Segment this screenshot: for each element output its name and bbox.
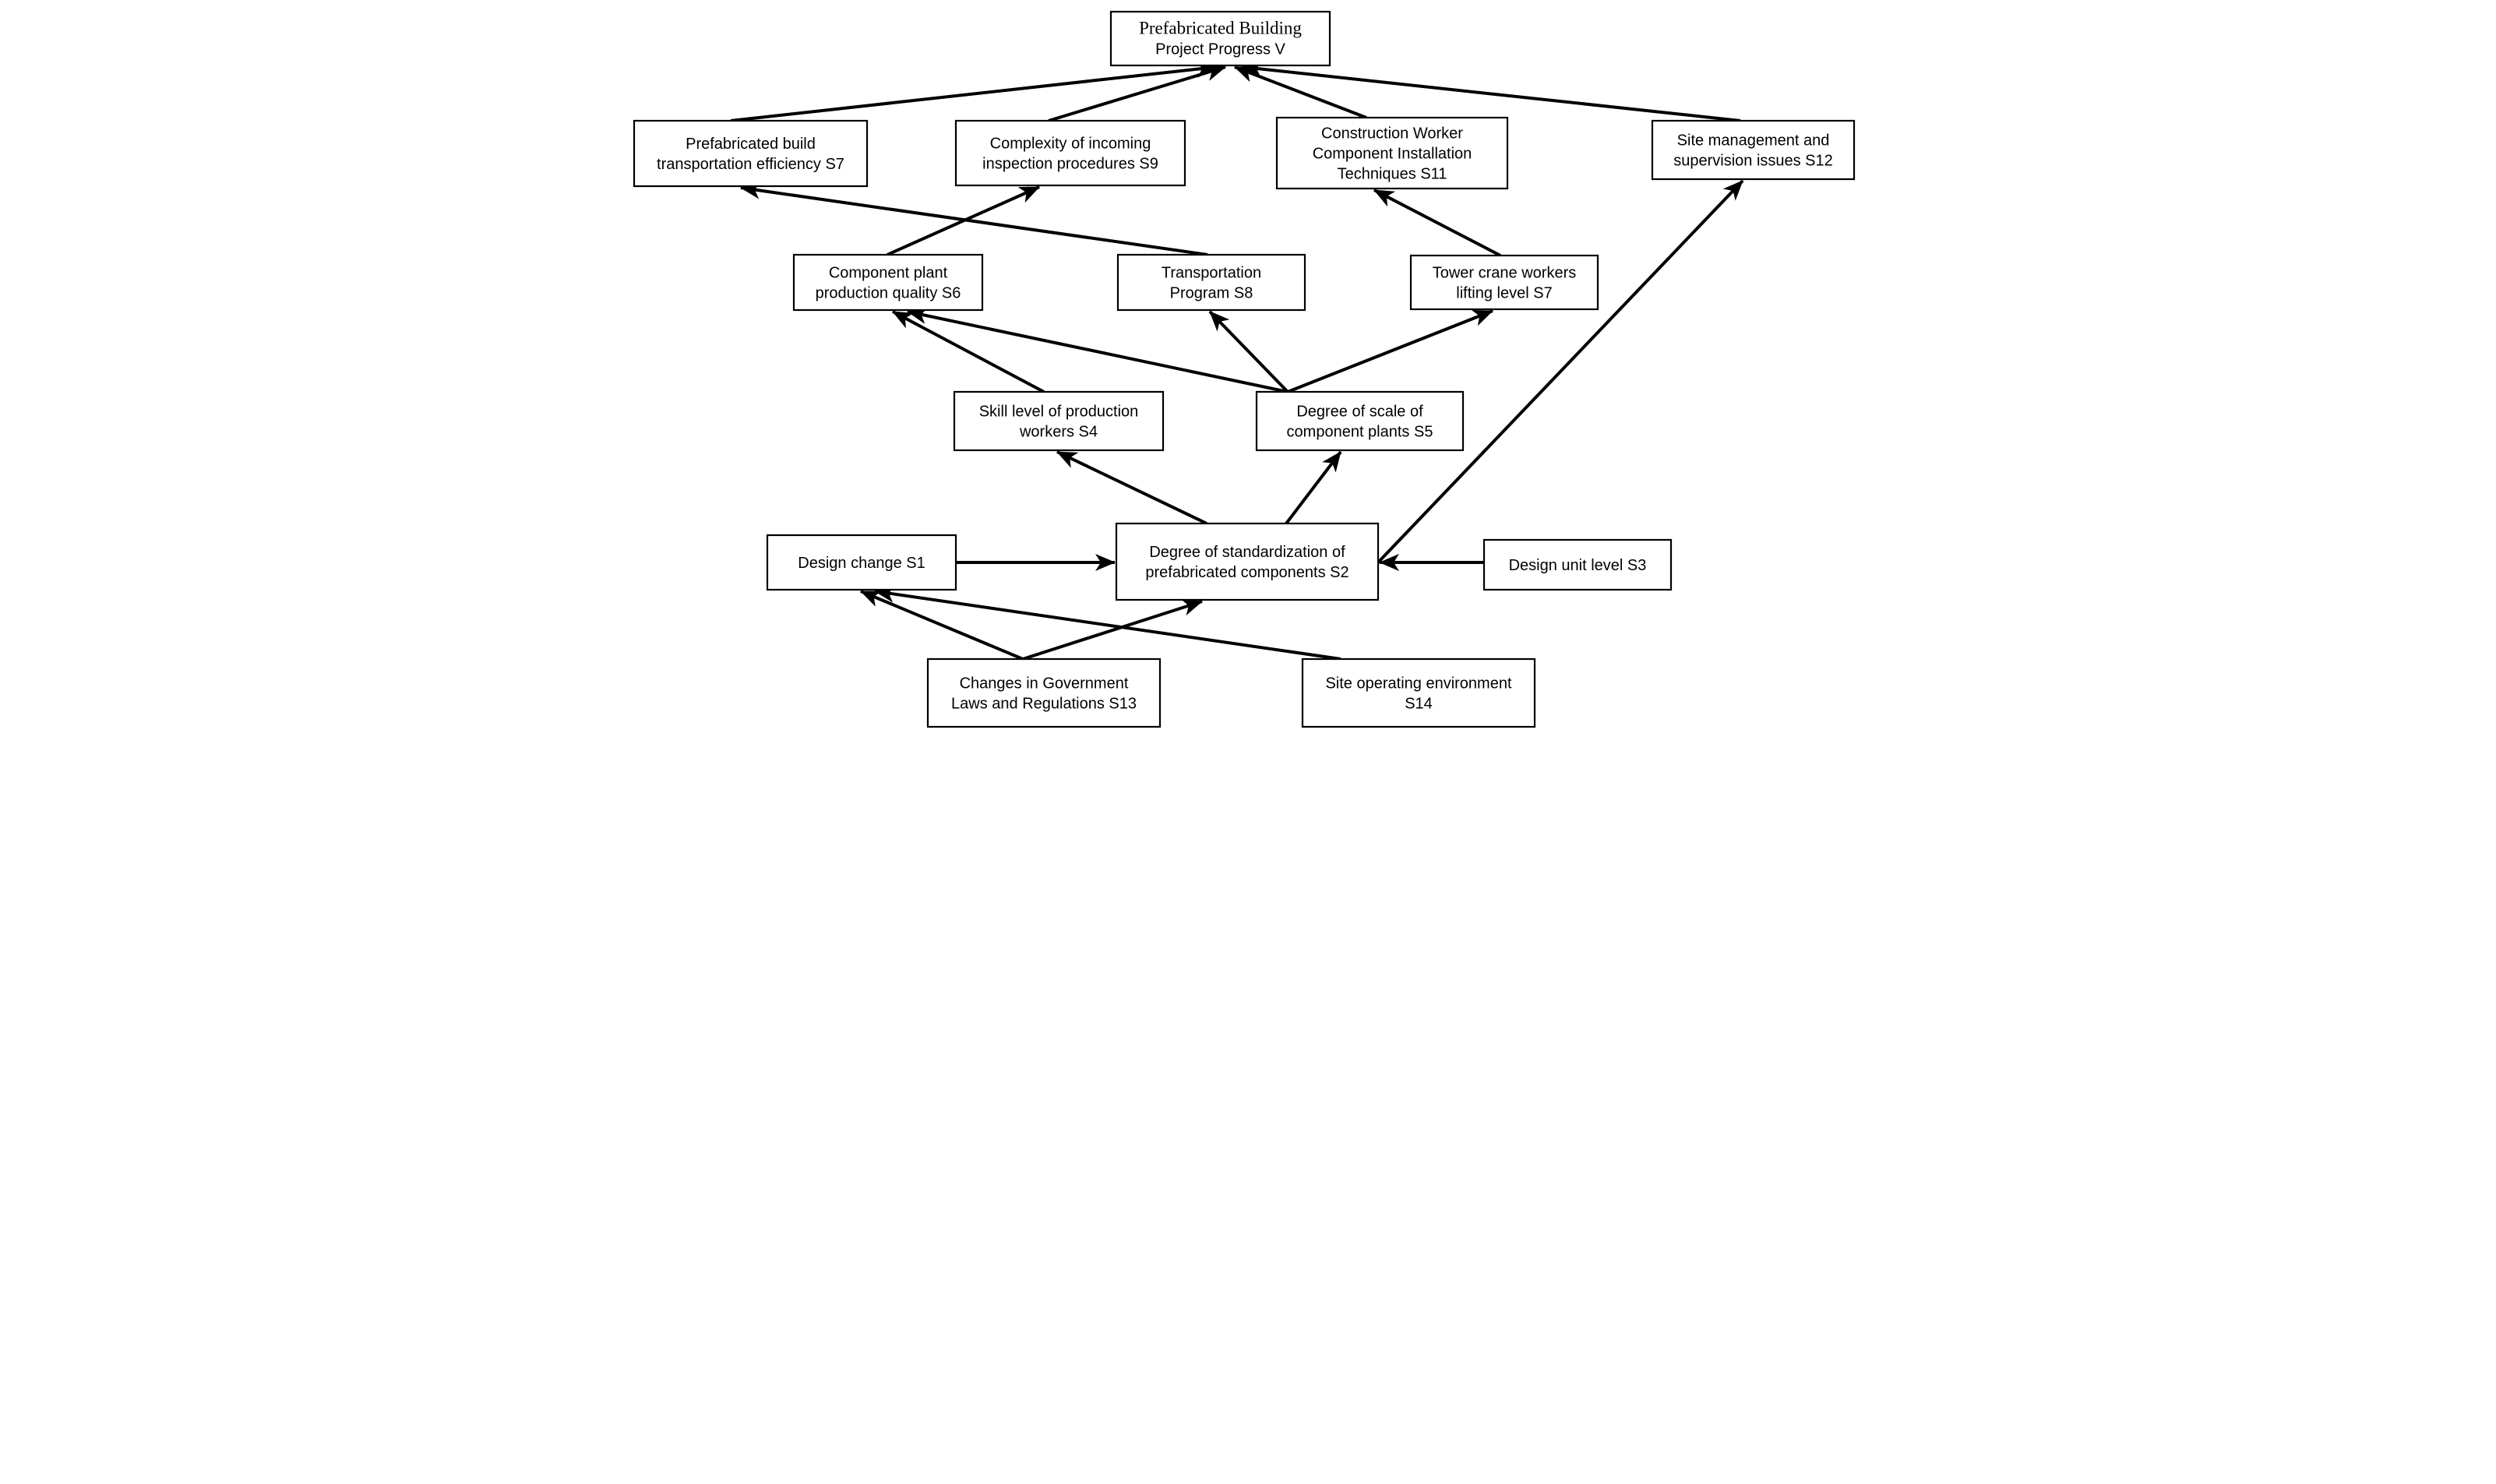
edge-S5-to-S7b xyxy=(1287,309,1493,393)
edge-S13-to-S1 xyxy=(860,590,1024,661)
node-S7a-box xyxy=(633,119,869,188)
node-S11-box xyxy=(1275,116,1509,190)
node-S4-label-line1: Skill level of production xyxy=(979,404,1139,421)
node-S8-box xyxy=(1116,253,1306,312)
node-S1: Design change S1 xyxy=(766,534,957,591)
node-S9-label-line1: Complexity of incoming xyxy=(990,136,1151,153)
node-S5-box xyxy=(1255,390,1465,452)
node-S3-box xyxy=(1482,538,1673,591)
node-V-label-line2: Project Progress V xyxy=(1155,41,1285,58)
node-S7b-box xyxy=(1409,254,1599,311)
node-S3-label-line1: Design unit level S3 xyxy=(1509,557,1647,574)
node-S7a: Prefabricated build transportation effici… xyxy=(633,119,869,188)
edge-S4-to-S6 xyxy=(892,310,1045,393)
node-S6-box xyxy=(792,253,984,312)
node-S5-label-line1: Degree of scale of xyxy=(1296,404,1423,421)
node-S2-label-line2: prefabricated components S2 xyxy=(1145,564,1348,581)
edge-S7b-to-S11 xyxy=(1373,189,1501,257)
node-S9-label-line2: inspection procedures S9 xyxy=(982,156,1158,173)
node-S2: Degree of standardization of prefabricate… xyxy=(1115,522,1380,601)
node-S12-label-line2: supervision issues S12 xyxy=(1673,153,1833,170)
node-S5-label-line2: component plants S5 xyxy=(1287,424,1433,441)
node-S4: Skill level of production workers S4 xyxy=(953,390,1165,452)
edge-S8-to-S7a xyxy=(740,182,1208,256)
edges-layer xyxy=(730,60,1744,661)
edge-S13-to-S2 xyxy=(1022,599,1203,661)
node-S2-label-line1: Degree of standardization of xyxy=(1149,544,1345,561)
node-S2-box xyxy=(1115,522,1380,601)
node-V-box xyxy=(1109,10,1331,67)
node-S11-label-line3: Techniques S11 xyxy=(1338,166,1447,183)
node-S14-label-line1: Site operating environment xyxy=(1325,675,1511,693)
node-S3: Design unit level S3 xyxy=(1482,538,1673,591)
node-S6-label-line1: Component plant xyxy=(829,265,948,282)
node-S9: Complexity of incoming inspection procedu… xyxy=(954,119,1186,187)
edge-S9-to-V xyxy=(1048,64,1226,122)
node-S14-box xyxy=(1301,657,1536,728)
node-S6-label-line2: production quality S6 xyxy=(816,285,961,302)
node-S12-box xyxy=(1651,119,1856,181)
node-S4-box xyxy=(953,390,1165,452)
node-S13-label-line2: Laws and Regulations S13 xyxy=(951,696,1137,713)
node-S1-box xyxy=(766,534,957,591)
node-V-label-line1: Prefabricated Building xyxy=(1139,19,1302,38)
node-S12-label-line1: Site management and xyxy=(1677,132,1830,150)
edge-S2-to-S5 xyxy=(1285,450,1342,525)
node-S1-label-line1: Design change S1 xyxy=(798,555,925,572)
edge-S2-to-S12 xyxy=(1377,179,1744,564)
node-S14-label-line2: S14 xyxy=(1405,696,1433,713)
node-S12: Site management and supervision issues S1… xyxy=(1651,119,1856,181)
node-S4-label-line2: workers S4 xyxy=(1019,424,1098,441)
node-S7a-label-line2: transportation efficiency S7 xyxy=(657,156,844,173)
node-S6: Component plant production quality S6 xyxy=(792,253,984,312)
edge-S12-to-V xyxy=(1242,60,1741,122)
node-S13-label-line1: Changes in Government xyxy=(960,675,1129,693)
node-S11-label-line2: Component Installation xyxy=(1313,146,1472,163)
node-S9-box xyxy=(954,119,1186,187)
node-S11-label-line1: Construction Worker xyxy=(1321,125,1463,143)
edge-S5-to-S8 xyxy=(1208,310,1289,393)
node-S7b-label-line2: lifting level S7 xyxy=(1456,285,1552,302)
node-S13-box xyxy=(926,657,1162,728)
edge-S14-to-S1 xyxy=(874,585,1341,661)
node-S8-label-line1: Transportation xyxy=(1162,265,1261,282)
edge-S2-to-S4 xyxy=(1056,450,1207,525)
node-S7a-label-line1: Prefabricated build xyxy=(686,136,816,153)
node-S7b-label-line1: Tower crane workers xyxy=(1433,265,1577,282)
edge-S7a-to-V xyxy=(730,60,1217,122)
node-S8-label-line2: Program S8 xyxy=(1170,285,1253,302)
node-S7b: Tower crane workers lifting level S7 xyxy=(1409,254,1599,311)
node-S5: Degree of scale of component plants S5 xyxy=(1255,390,1465,452)
edge-S5-to-S6 xyxy=(907,307,1289,393)
